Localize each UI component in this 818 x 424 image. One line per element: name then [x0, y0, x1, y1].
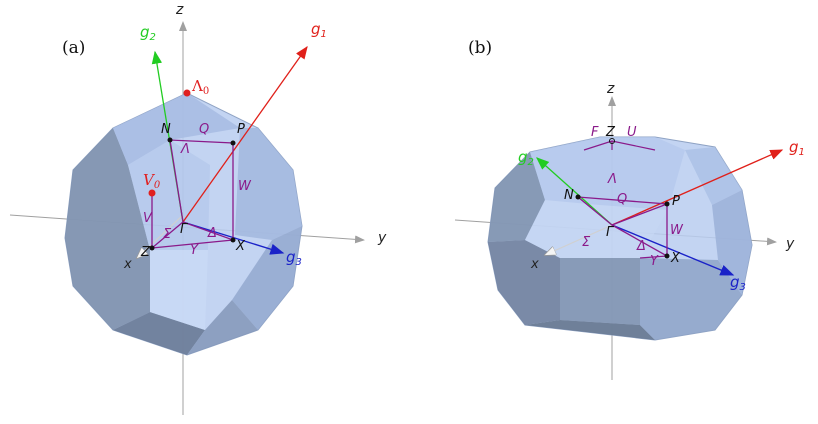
- path-y-b: [639, 255, 668, 259]
- point-x-b: [664, 253, 670, 259]
- point-x-a: [230, 237, 236, 243]
- vector-g1-a: [182, 45, 308, 223]
- label-w-a: W: [238, 179, 252, 194]
- label-z-a: Z: [140, 245, 151, 260]
- vector-g3-b: [611, 224, 735, 276]
- axis-label-x-b: x: [530, 257, 539, 272]
- label-p-b: P: [672, 194, 680, 209]
- label-x-b: X: [670, 251, 681, 266]
- axis-label-z-b: z: [606, 81, 615, 97]
- axis-x-b: [545, 224, 613, 255]
- label-sigma-a: Σ: [163, 227, 172, 242]
- vector-g1-b: [611, 149, 784, 226]
- label-n-b: N: [564, 188, 574, 203]
- label-v-a: V: [143, 211, 153, 226]
- label-delta-a: Δ: [207, 226, 217, 241]
- point-z-a: [149, 245, 155, 251]
- label-g1-a: g1: [311, 20, 327, 40]
- polyhedron-a: [64, 92, 303, 356]
- point-v0-a: [148, 189, 156, 197]
- vector-g2-b: [536, 157, 613, 226]
- path-gx-b: [611, 224, 668, 257]
- axis-label-x-a: x: [123, 257, 132, 272]
- panel-label-b: (b): [468, 38, 492, 58]
- point-z-b: [609, 138, 615, 144]
- label-delta-b: Δ: [636, 239, 646, 254]
- label-q-a: Q: [199, 122, 209, 137]
- label-q-b: Q: [617, 192, 627, 207]
- panel-label-a: (a): [62, 38, 85, 58]
- label-y-b: Y: [650, 254, 659, 269]
- label-f-b: F: [591, 125, 599, 140]
- point-n-b: [575, 194, 581, 200]
- axis-label-z-a: z: [175, 2, 184, 18]
- label-w-b: W: [670, 223, 684, 238]
- polyhedron-b: [487, 136, 753, 341]
- label-gamma-b: Γ: [606, 225, 615, 240]
- label-g2-b: g2: [518, 148, 534, 168]
- label-n-a: N: [161, 122, 171, 137]
- label-gamma-a: Γ: [180, 222, 189, 237]
- point-lambda0-a: [183, 89, 191, 97]
- label-sigma-b: Σ: [582, 235, 591, 250]
- axis-label-y-a: y: [377, 230, 387, 246]
- panel-a: (a) z y x g1 g2 g3 Λ0 V0 N P Γ Z X Q Λ W…: [9, 2, 387, 415]
- panel-b: (b) z y x g1 g2 g3 Z F U Λ N Q P Γ W Σ Δ…: [454, 38, 805, 380]
- point-p-a: [230, 140, 236, 146]
- point-n-a: [167, 137, 173, 143]
- label-v0-a: V0: [143, 171, 161, 191]
- label-g1-b: g1: [789, 138, 805, 158]
- point-p-b: [664, 201, 670, 207]
- label-x-a: X: [235, 239, 246, 254]
- label-g2-a: g2: [140, 23, 156, 43]
- path-zx-a: [151, 239, 234, 249]
- axis-x-a: [137, 214, 184, 258]
- axis-label-y-b: y: [785, 236, 795, 252]
- label-y-a: Y: [190, 243, 199, 258]
- label-lambda-a: Λ: [180, 142, 190, 157]
- label-g3-a: g3: [286, 248, 302, 268]
- label-z-b: Z: [605, 125, 616, 140]
- label-lambda0-a: Λ0: [191, 77, 209, 97]
- label-p-a: P: [237, 122, 245, 137]
- label-u-b: U: [627, 125, 637, 140]
- label-lambda-b: Λ: [607, 172, 617, 187]
- label-g3-b: g3: [730, 273, 746, 293]
